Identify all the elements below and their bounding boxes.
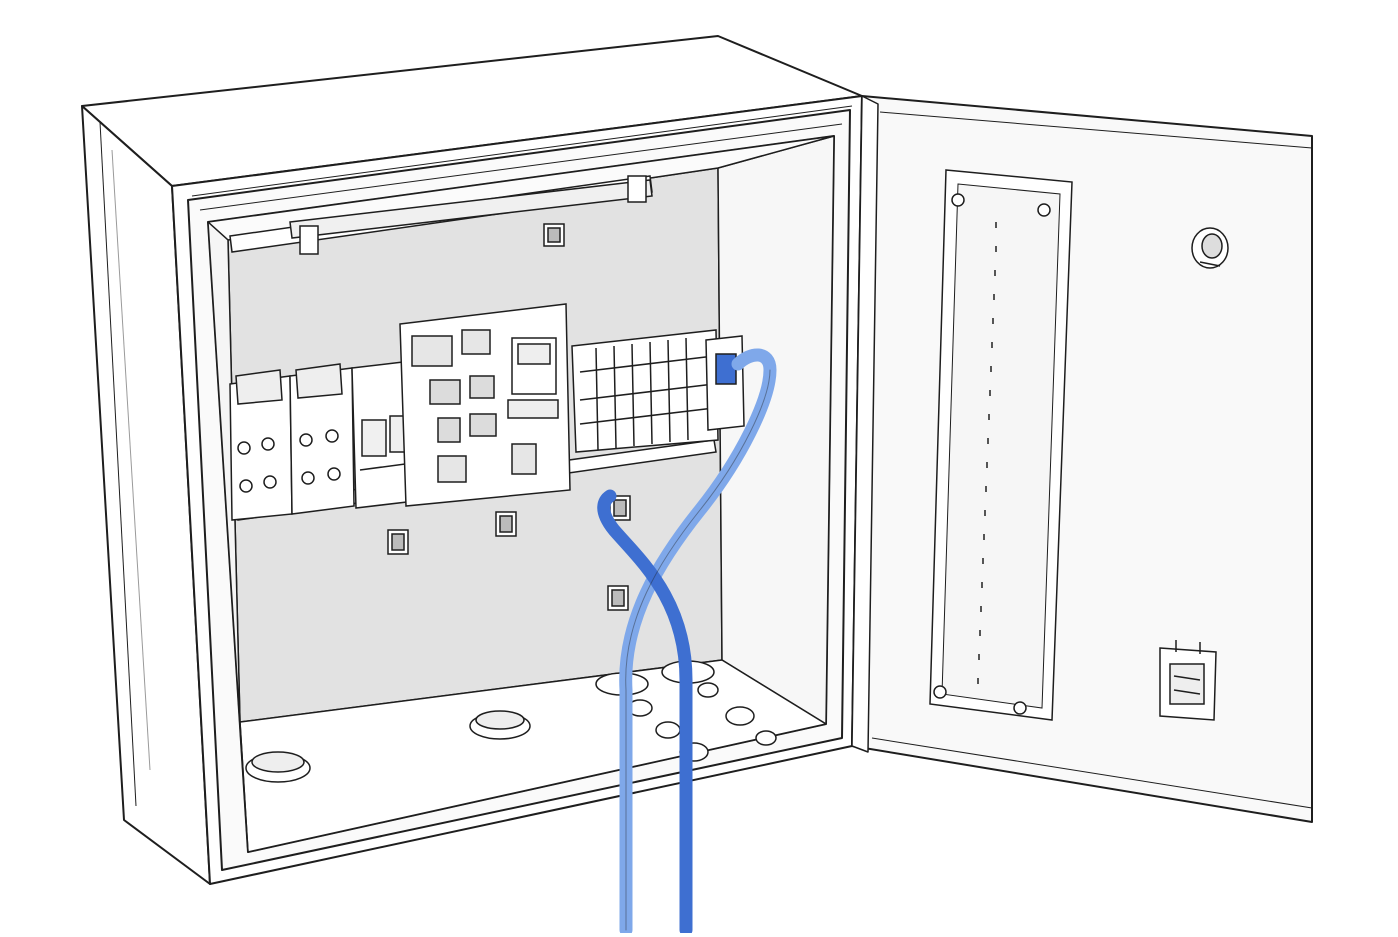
door-lock xyxy=(1191,227,1229,269)
screw-icon xyxy=(1013,701,1027,715)
blue-cable xyxy=(597,489,693,937)
mounting-screws xyxy=(387,223,631,611)
inner-right-wall xyxy=(717,135,835,725)
diagram-marks xyxy=(977,222,997,684)
component-row xyxy=(229,303,745,521)
screw-icon xyxy=(933,685,947,699)
blue-cables xyxy=(597,348,777,937)
contactor xyxy=(289,363,355,515)
screw-icon xyxy=(1037,203,1051,217)
wiring-diagram-sheet xyxy=(929,169,1073,721)
contactor xyxy=(229,369,293,521)
open-door xyxy=(851,95,1313,823)
screw-icon xyxy=(951,193,965,207)
blue-cable xyxy=(619,348,777,937)
cable-connector xyxy=(705,335,745,431)
door-panel xyxy=(851,95,1313,823)
din-rail-top xyxy=(229,175,653,255)
terminal-block xyxy=(571,329,719,453)
control-board xyxy=(399,303,571,507)
door-edge xyxy=(851,95,879,753)
inner-left-wall xyxy=(207,221,249,853)
door-latch xyxy=(1159,640,1217,721)
